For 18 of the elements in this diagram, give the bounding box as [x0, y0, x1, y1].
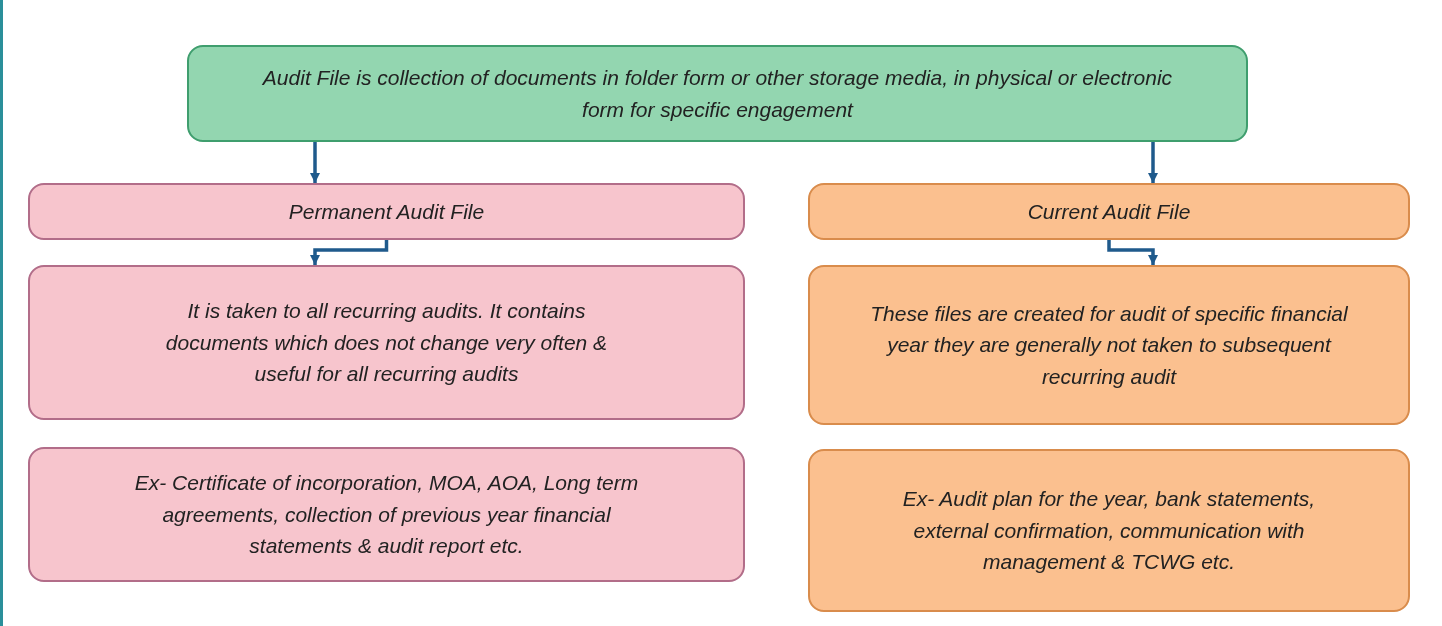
box-text: Current Audit File	[1027, 198, 1191, 225]
text-box	[187, 45, 1248, 142]
text-box	[808, 265, 1410, 425]
box-text: Audit File is collection of documents in folder form or other storage media, in physical or electronic form for specific engagement	[261, 65, 1174, 123]
text-box	[28, 447, 745, 582]
text-box	[28, 183, 745, 240]
text-box	[28, 265, 745, 420]
box-text: Ex- Audit plan for the year, bank statements, external confirmation, communication with management & TCWG etc.	[901, 486, 1317, 576]
arrow	[1147, 142, 1159, 183]
box-text: It is taken to all recurring audits. It contains documents which does not change very often & useful for all recurring audits	[164, 298, 609, 388]
text-box	[808, 183, 1410, 240]
box-text: These files are created for audit of specific financial year they are generally not taken to subsequent recurring audit	[870, 300, 1348, 390]
text-box	[808, 449, 1410, 612]
arrow	[1107, 240, 1159, 265]
arrow	[309, 240, 389, 265]
arrow	[309, 142, 321, 183]
box-text: Permanent Audit File	[288, 198, 485, 225]
box-text: Ex- Certificate of incorporation, MOA, AOA, Long term agreements, collection of previous year financial statements & audit report etc.	[133, 470, 640, 560]
